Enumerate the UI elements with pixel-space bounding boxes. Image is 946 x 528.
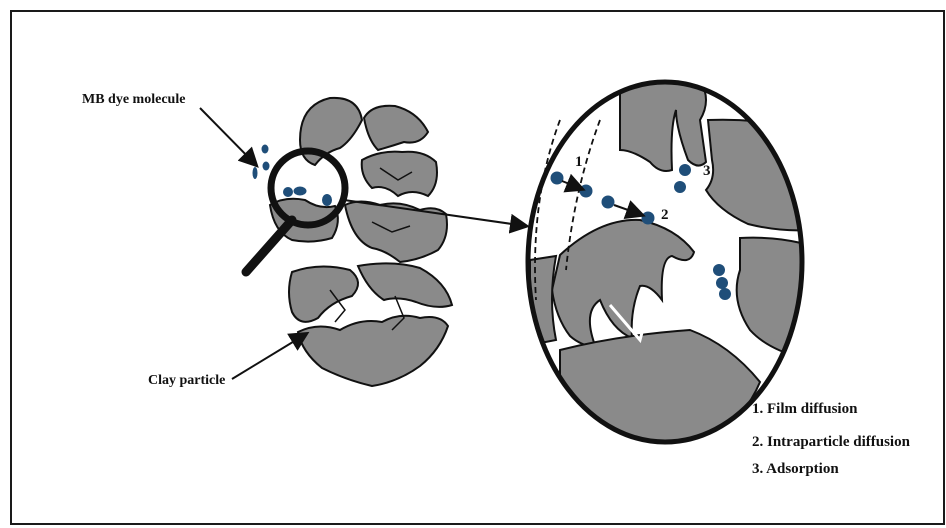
step-1-label: 1 <box>575 154 583 170</box>
clay-label: Clay particle <box>148 373 225 388</box>
clay-flake <box>298 316 448 386</box>
legend-item-adsorption: 3. Adsorption <box>752 461 839 478</box>
dye-label: MB dye molecule <box>82 92 185 107</box>
clay-flake <box>358 263 452 306</box>
dye-molecule <box>551 172 564 185</box>
step-2-label: 2 <box>661 207 669 223</box>
clay-flake <box>345 202 447 263</box>
clay-flake <box>364 106 428 150</box>
dye-molecule <box>716 277 728 289</box>
dye-molecule <box>322 194 332 206</box>
dye-molecule <box>674 181 686 193</box>
dye-pointer-arrow <box>200 108 256 165</box>
dye-molecule <box>253 167 258 179</box>
dye-molecule <box>580 185 593 198</box>
clay-pointer-arrow <box>232 334 306 379</box>
clay-flake <box>289 266 358 321</box>
dye-molecule <box>262 145 269 154</box>
legend-item-intraparticle-diffusion: 2. Intraparticle diffusion <box>752 434 910 451</box>
dye-molecule <box>602 196 615 209</box>
clay-particle <box>270 98 452 386</box>
dye-molecule <box>263 162 270 171</box>
clay-flake <box>362 152 437 196</box>
dye-molecule <box>642 212 655 225</box>
dye-molecule <box>283 187 293 197</box>
legend-item-film-diffusion: 1. Film diffusion <box>752 401 857 418</box>
step-3-label: 3 <box>703 163 711 179</box>
dye-molecule <box>719 288 731 300</box>
dye-molecule <box>679 164 691 176</box>
dye-molecule <box>294 187 307 196</box>
dye-molecule <box>713 264 725 276</box>
